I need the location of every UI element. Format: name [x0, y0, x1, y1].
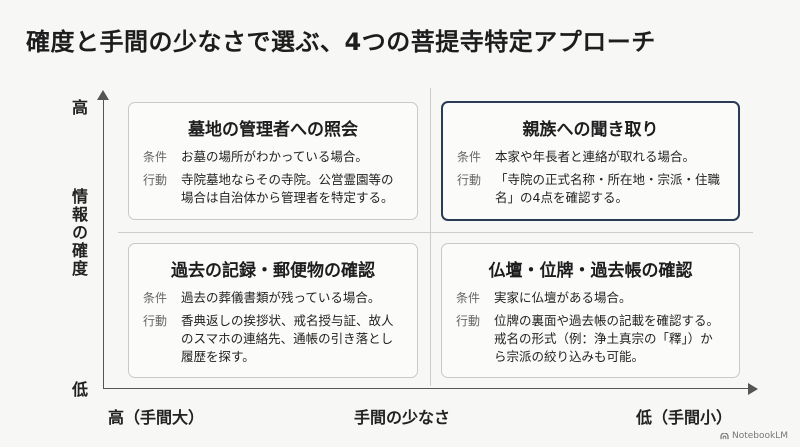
action-text: 寺院墓地ならその寺院。公営霊園等の場合は自治体から管理者を特定する。 [181, 172, 394, 205]
y-axis-line [103, 98, 104, 388]
quadrant-card-cemetery-manager: 墓地の管理者への照会 条件 お墓の場所がわかっている場合。 行動 寺院墓地ならそ… [128, 102, 418, 220]
card-title: 親族への聞き取り [522, 120, 659, 140]
x-axis-arrow [748, 383, 758, 395]
x-axis-high-label: 高（手間大） [108, 408, 205, 427]
quadrant-card-past-records: 過去の記録・郵便物の確認 条件 過去の葬儀書類が残っている場合。 行動 香典返し… [128, 243, 418, 378]
y-axis-label: 情報の確度 [69, 188, 88, 278]
action-text: 「寺院の正式名称・所在地・宗派・住職名」の4点を確認する。 [495, 172, 721, 205]
x-axis-low-label: 低（手間小） [636, 408, 733, 427]
quadrant-card-butsudan-ihai: 仏壇・位牌・過去帳の確認 条件 実家に仏壇がある場合。 行動 位牌の裏面や過去帳… [441, 243, 740, 378]
x-axis-label: 手間の少なさ [354, 408, 451, 427]
page-title: 確度と手間の少なさで選ぶ、4つの菩提寺特定アプローチ [26, 28, 656, 56]
condition-text: 実家に仏壇がある場合。 [494, 290, 632, 305]
quadrant-card-relatives-interview: 親族への聞き取り 条件 本家や年長者と連絡が取れる場合。 行動 「寺院の正式名称… [441, 101, 740, 221]
y-axis-arrow [97, 90, 109, 100]
footer-text: NotebookLM [731, 431, 788, 441]
action-label: 行動 [457, 173, 482, 187]
y-axis-high-label: 高 [72, 98, 89, 117]
quadrant-divider-horizontal [118, 232, 753, 233]
notebooklm-logo-icon [720, 432, 729, 439]
condition-row: 条件 本家や年長者と連絡が取れる場合。 [457, 148, 724, 166]
action-row: 行動 位牌の裏面や過去帳の記載を確認する。戒名の形式（例：浄土真宗の「釋」）から… [456, 312, 725, 366]
action-row: 行動 「寺院の正式名称・所在地・宗派・住職名」の4点を確認する。 [457, 171, 724, 207]
card-title: 過去の記録・郵便物の確認 [171, 261, 375, 281]
action-text: 香典返しの挨拶状、戒名授与証、故人のスマホの連絡先、通帳の引き落とし履歴を探す。 [181, 313, 394, 364]
x-axis-line [103, 388, 751, 389]
condition-row: 条件 お墓の場所がわかっている場合。 [143, 148, 403, 166]
quadrant-divider-vertical [430, 88, 431, 386]
action-text: 位牌の裏面や過去帳の記載を確認する。戒名の形式（例：浄土真宗の「釋」）から宗派の… [494, 313, 720, 364]
condition-row: 条件 過去の葬儀書類が残っている場合。 [143, 289, 403, 307]
action-label: 行動 [143, 314, 168, 328]
footer-watermark: NotebookLM [720, 431, 788, 441]
condition-label: 条件 [143, 291, 168, 305]
action-row: 行動 香典返しの挨拶状、戒名授与証、故人のスマホの連絡先、通帳の引き落とし履歴を… [143, 312, 403, 366]
action-label: 行動 [143, 173, 168, 187]
card-title: 仏壇・位牌・過去帳の確認 [488, 261, 693, 281]
condition-row: 条件 実家に仏壇がある場合。 [456, 289, 725, 307]
card-title: 墓地の管理者への照会 [188, 120, 358, 140]
condition-label: 条件 [143, 150, 168, 164]
condition-text: 本家や年長者と連絡が取れる場合。 [495, 149, 696, 164]
condition-text: お墓の場所がわかっている場合。 [181, 149, 368, 164]
y-axis-low-label: 低 [72, 380, 89, 399]
condition-text: 過去の葬儀書類が残っている場合。 [181, 290, 381, 305]
condition-label: 条件 [457, 150, 482, 164]
action-row: 行動 寺院墓地ならその寺院。公営霊園等の場合は自治体から管理者を特定する。 [143, 171, 403, 207]
condition-label: 条件 [456, 291, 481, 305]
action-label: 行動 [456, 314, 481, 328]
